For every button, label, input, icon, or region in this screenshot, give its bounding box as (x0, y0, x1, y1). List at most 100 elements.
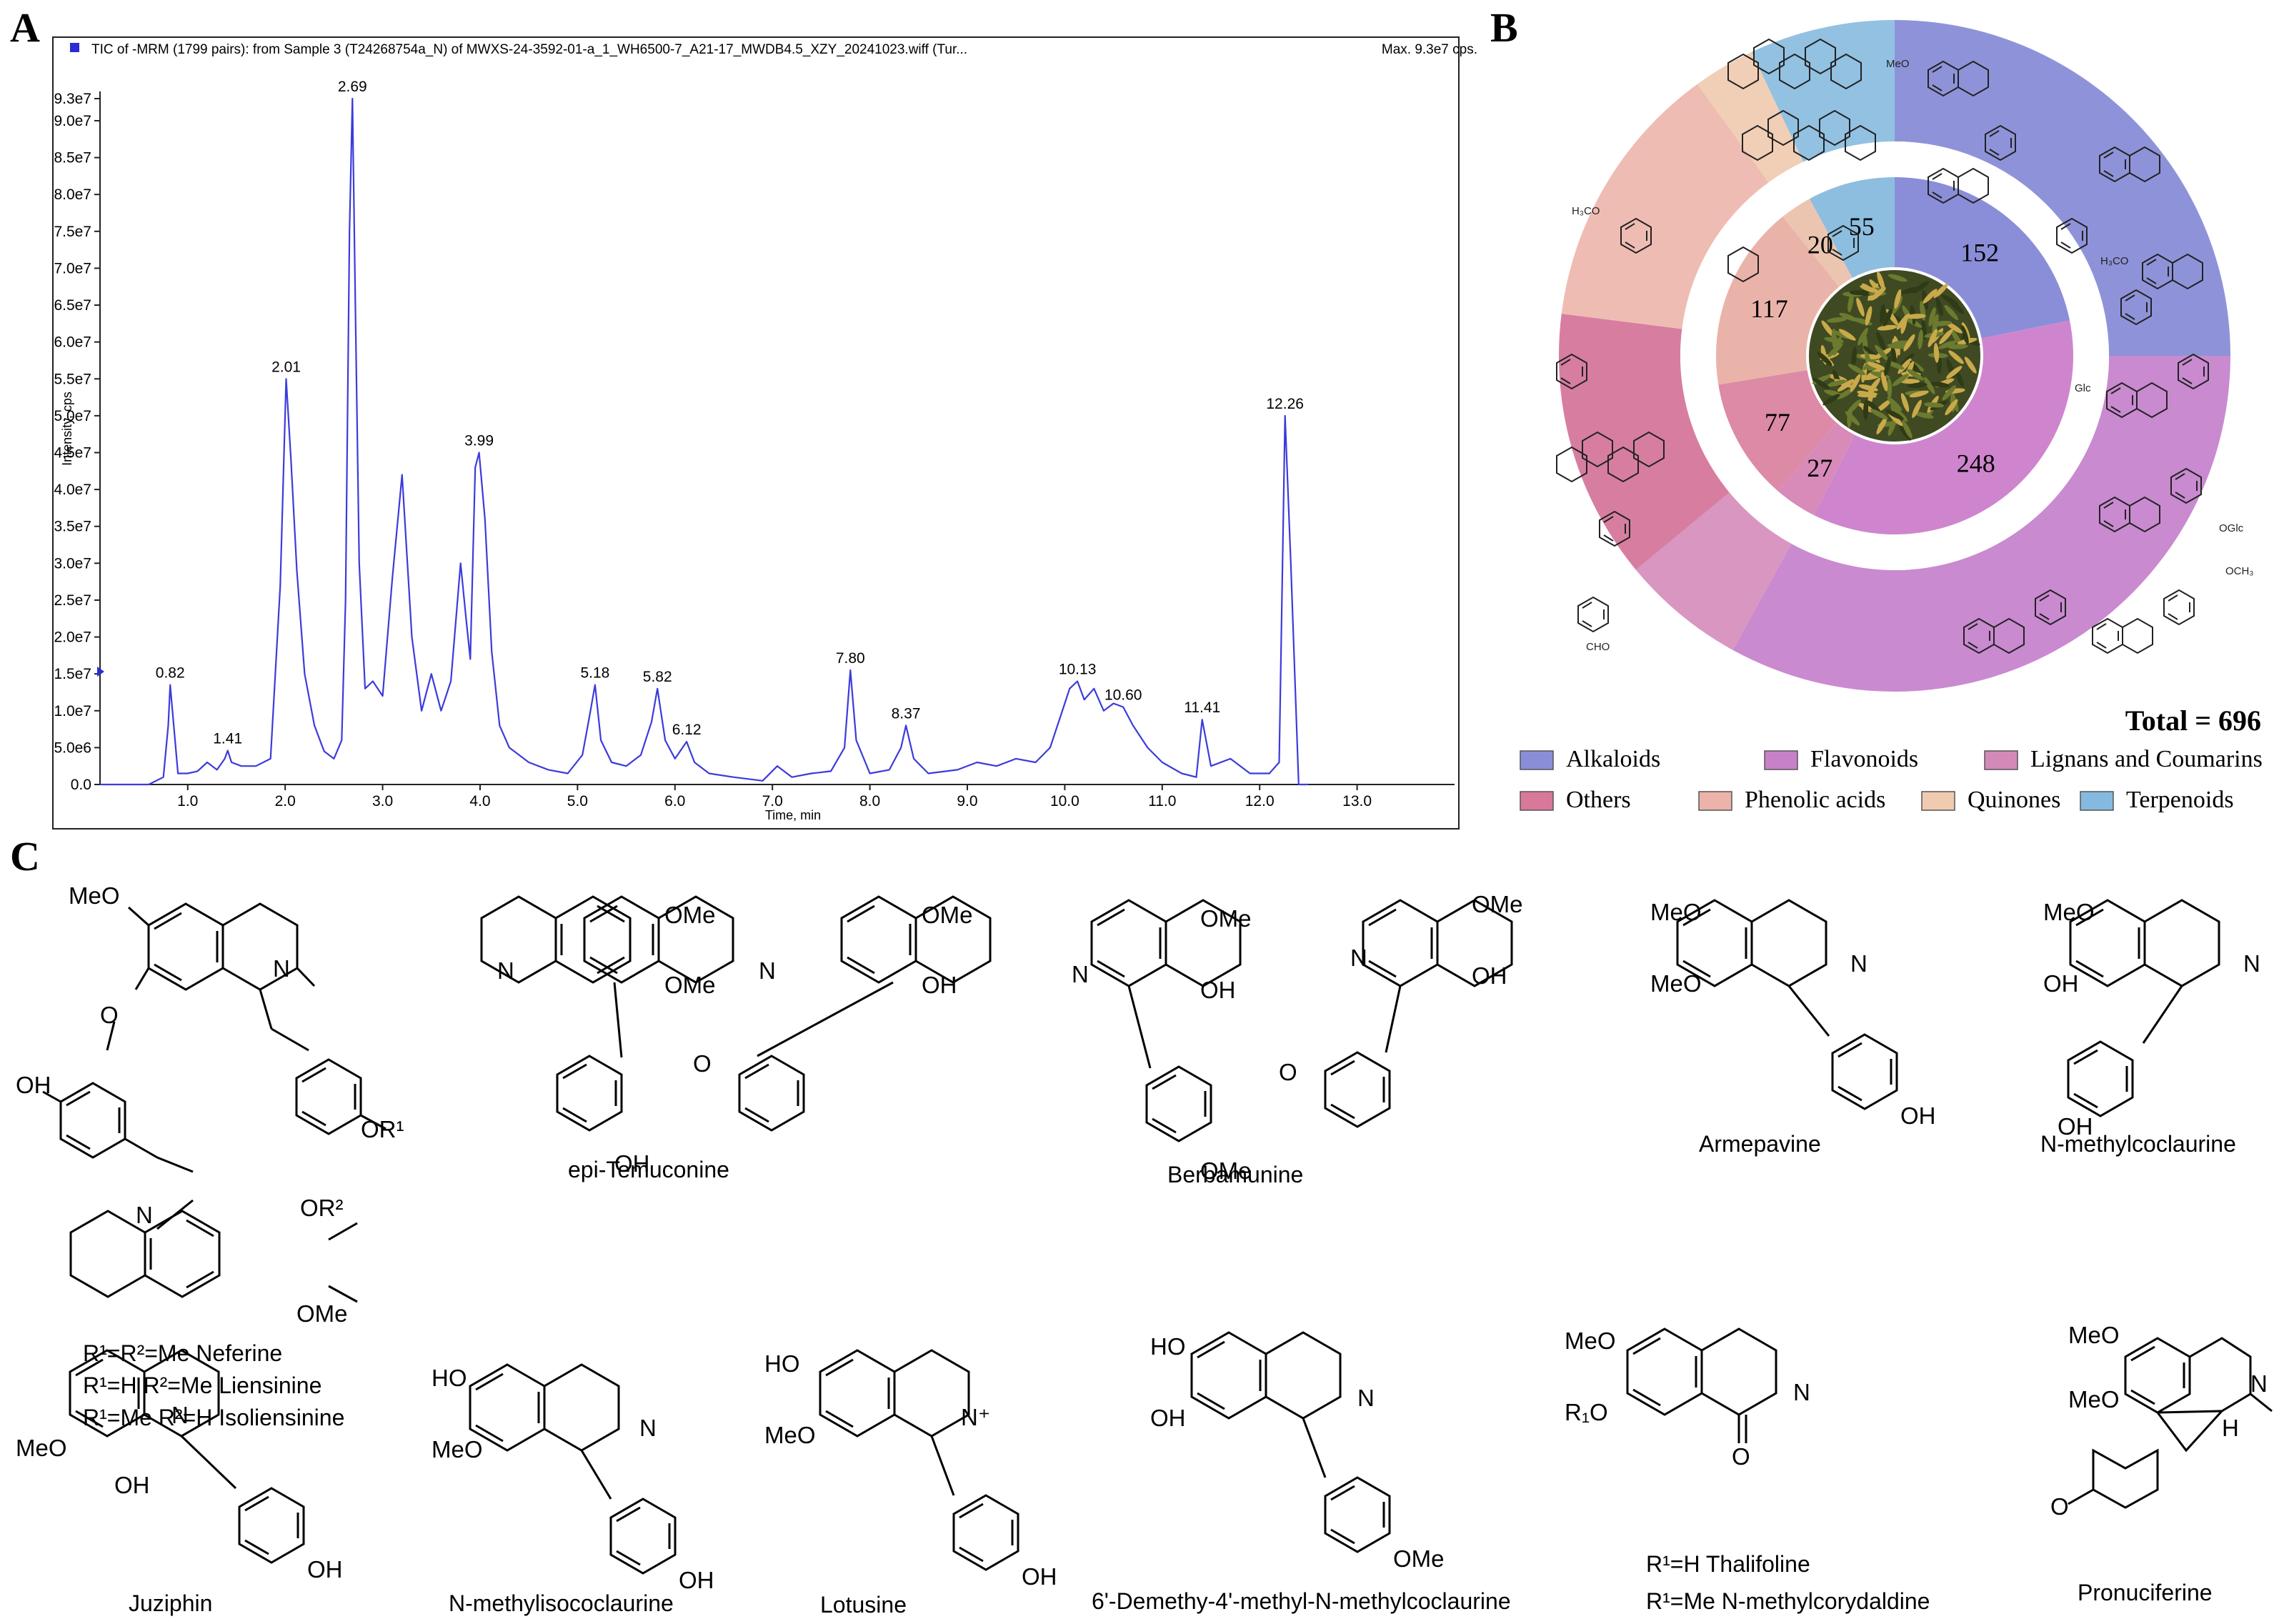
y-tick-label: 6.5e7 (54, 297, 91, 314)
x-tick-label: 4.0 (469, 793, 490, 809)
atom-meo: MeO (69, 882, 120, 909)
class-donut-chart (1559, 20, 2230, 692)
atom-oh-10: OH (307, 1556, 343, 1583)
atom-oh-5: OH (1472, 962, 1507, 989)
label-pronuciferine: Pronuciferine (2078, 1580, 2213, 1605)
atom-or1: OR¹ (361, 1116, 404, 1142)
x-axis-label: Time, min (765, 808, 821, 822)
structure-n-methylisococlaurine: HO MeO N OH N-methylisococlaurine (432, 1363, 714, 1616)
atom-ho: HO (432, 1365, 467, 1391)
atom-n-13: N (2250, 1370, 2268, 1397)
atom-oh-4: OH (1200, 977, 1236, 1003)
atom-h: H (2222, 1415, 2239, 1441)
structure-n-methylcoclaurine: MeO OH N OH N-methylcoclaurine (2040, 899, 2260, 1157)
peak-label: 3.99 (464, 432, 494, 449)
legend-swatch (1520, 750, 1554, 770)
atom-ome-3: OMe (922, 902, 973, 928)
sketch-label-oglc: OGlc (2219, 522, 2244, 534)
panel-c-letter: C (10, 833, 40, 880)
atom-oh-8: OH (2058, 1113, 2093, 1140)
slice-value-label: 20 (1807, 230, 1833, 259)
label-n-methylcoclaurine: N-methylcoclaurine (2040, 1131, 2236, 1157)
atom-oh-7: OH (2043, 970, 2079, 997)
y-axis-label: Intensity, cps (60, 392, 74, 466)
atom-oh-2: OH (922, 972, 957, 998)
label-neferine: R¹=R²=Me Neferine (83, 1340, 282, 1366)
y-tick-label: 2.0e7 (54, 629, 91, 646)
atom-n-11: N (1357, 1385, 1375, 1411)
peak-label: 2.69 (338, 79, 367, 95)
label-n-methylisococlaurine: N-methylisococlaurine (449, 1590, 674, 1616)
y-tick-label: 1.0e7 (54, 703, 91, 719)
label-berbamunine: Berbamunine (1167, 1162, 1303, 1187)
inner-ring-slice (1895, 177, 2070, 339)
x-tick-label: 1.0 (177, 793, 198, 809)
outer-ring-structure-sketches: MeO H₃CO Glc OGlc OCH₃ H₃CO CHO (1556, 39, 2253, 654)
atom-r1o: R₁O (1565, 1399, 1608, 1425)
structure-epi-temuconine: OMe OMe OMe OH N N O OH epi-Temuconine (480, 895, 992, 1182)
x-tick-label: 7.0 (762, 793, 783, 809)
structure-demethy-methylcoclaurine: HO OH N OMe 6'-Demethy-4'-methyl-N-methy… (1092, 1331, 1511, 1614)
atom-meo-8: MeO (1565, 1327, 1616, 1354)
x-tick-label: 2.0 (275, 793, 296, 809)
peak-label: 7.80 (836, 650, 865, 667)
atom-oh: OH (16, 1072, 51, 1098)
chromatogram-frame (52, 36, 1460, 830)
atom-meo-10: MeO (2068, 1386, 2120, 1413)
sketch-label-cho: CHO (1586, 641, 1610, 653)
atom-meo-6: MeO (432, 1436, 483, 1463)
y-tick-label: 8.5e7 (54, 150, 91, 166)
label-lotusine: Lotusine (820, 1592, 907, 1618)
outer-ring-segment (1559, 314, 1730, 570)
atom-o-2: O (693, 1050, 712, 1077)
label-armepavine: Armepavine (1699, 1131, 1821, 1157)
slice-value-label: 117 (1750, 294, 1788, 323)
atom-n-3: N (497, 957, 514, 984)
peak-label: 8.37 (892, 705, 921, 722)
atom-o-4: O (1732, 1443, 1750, 1470)
legend-swatch (1698, 791, 1732, 811)
atom-n-6: N (1350, 945, 1367, 971)
outer-ring-segment (1732, 356, 2230, 692)
x-tick-label: 10.0 (1050, 793, 1079, 809)
inner-ring-slice (1777, 422, 1855, 515)
peak-label: 1.41 (213, 731, 242, 747)
legend-label: Quinones (1968, 787, 2060, 813)
peak-label: 0.82 (156, 665, 185, 682)
inner-ring-slice (1809, 177, 1895, 278)
inner-ring-slice (1782, 199, 1852, 287)
legend-label: Phenolic acids (1745, 787, 1885, 813)
atom-n2: N (136, 1202, 153, 1228)
outer-ring-segment (1635, 492, 1792, 650)
y-tick-label: 5.5e7 (54, 371, 91, 387)
atom-ho-2: HO (764, 1350, 800, 1377)
atom-n-4: N (759, 957, 776, 984)
atom-meo-7: MeO (764, 1422, 816, 1448)
atom-or2: OR² (300, 1195, 344, 1221)
x-tick-label: 8.0 (859, 793, 880, 809)
structure-lotusine: HO MeO N⁺ OH Lotusine (764, 1349, 1057, 1618)
peak-label: 10.13 (1059, 661, 1097, 677)
legend-label: Terpenoids (2126, 787, 2234, 813)
x-tick-label: 13.0 (1342, 793, 1372, 809)
x-tick-label: 5.0 (567, 793, 588, 809)
legend-label: Others (1566, 787, 1631, 813)
atom-meo-2: MeO (1650, 899, 1702, 925)
slice-value-label: 152 (1960, 239, 1999, 267)
legend-label: Lignans and Coumarins (2030, 746, 2263, 772)
structure-neferine: MeO O N OH OR¹ N OR² OMe R¹=R²=Me Neferi… (16, 882, 404, 1430)
structure-berbamunine: OMe OH OMe OH N N O OMe Berbamunine (1072, 891, 1523, 1187)
x-tick-label: 9.0 (957, 793, 977, 809)
atom-ho-3: HO (1150, 1333, 1186, 1360)
atom-o: O (100, 1002, 119, 1028)
y-tick-label: 9.0e7 (54, 113, 91, 129)
atom-ome-6: OMe (1200, 1157, 1252, 1184)
peak-label: 11.41 (1184, 699, 1220, 716)
peak-label: 6.12 (672, 722, 702, 738)
x-tick-label: 11.0 (1148, 793, 1176, 809)
y-tick-label: 4.5e7 (54, 444, 91, 461)
peak-label: 12.26 (1266, 396, 1304, 412)
chromatogram-title: TIC of -MRM (1799 pairs): from Sample 3 … (91, 42, 967, 57)
